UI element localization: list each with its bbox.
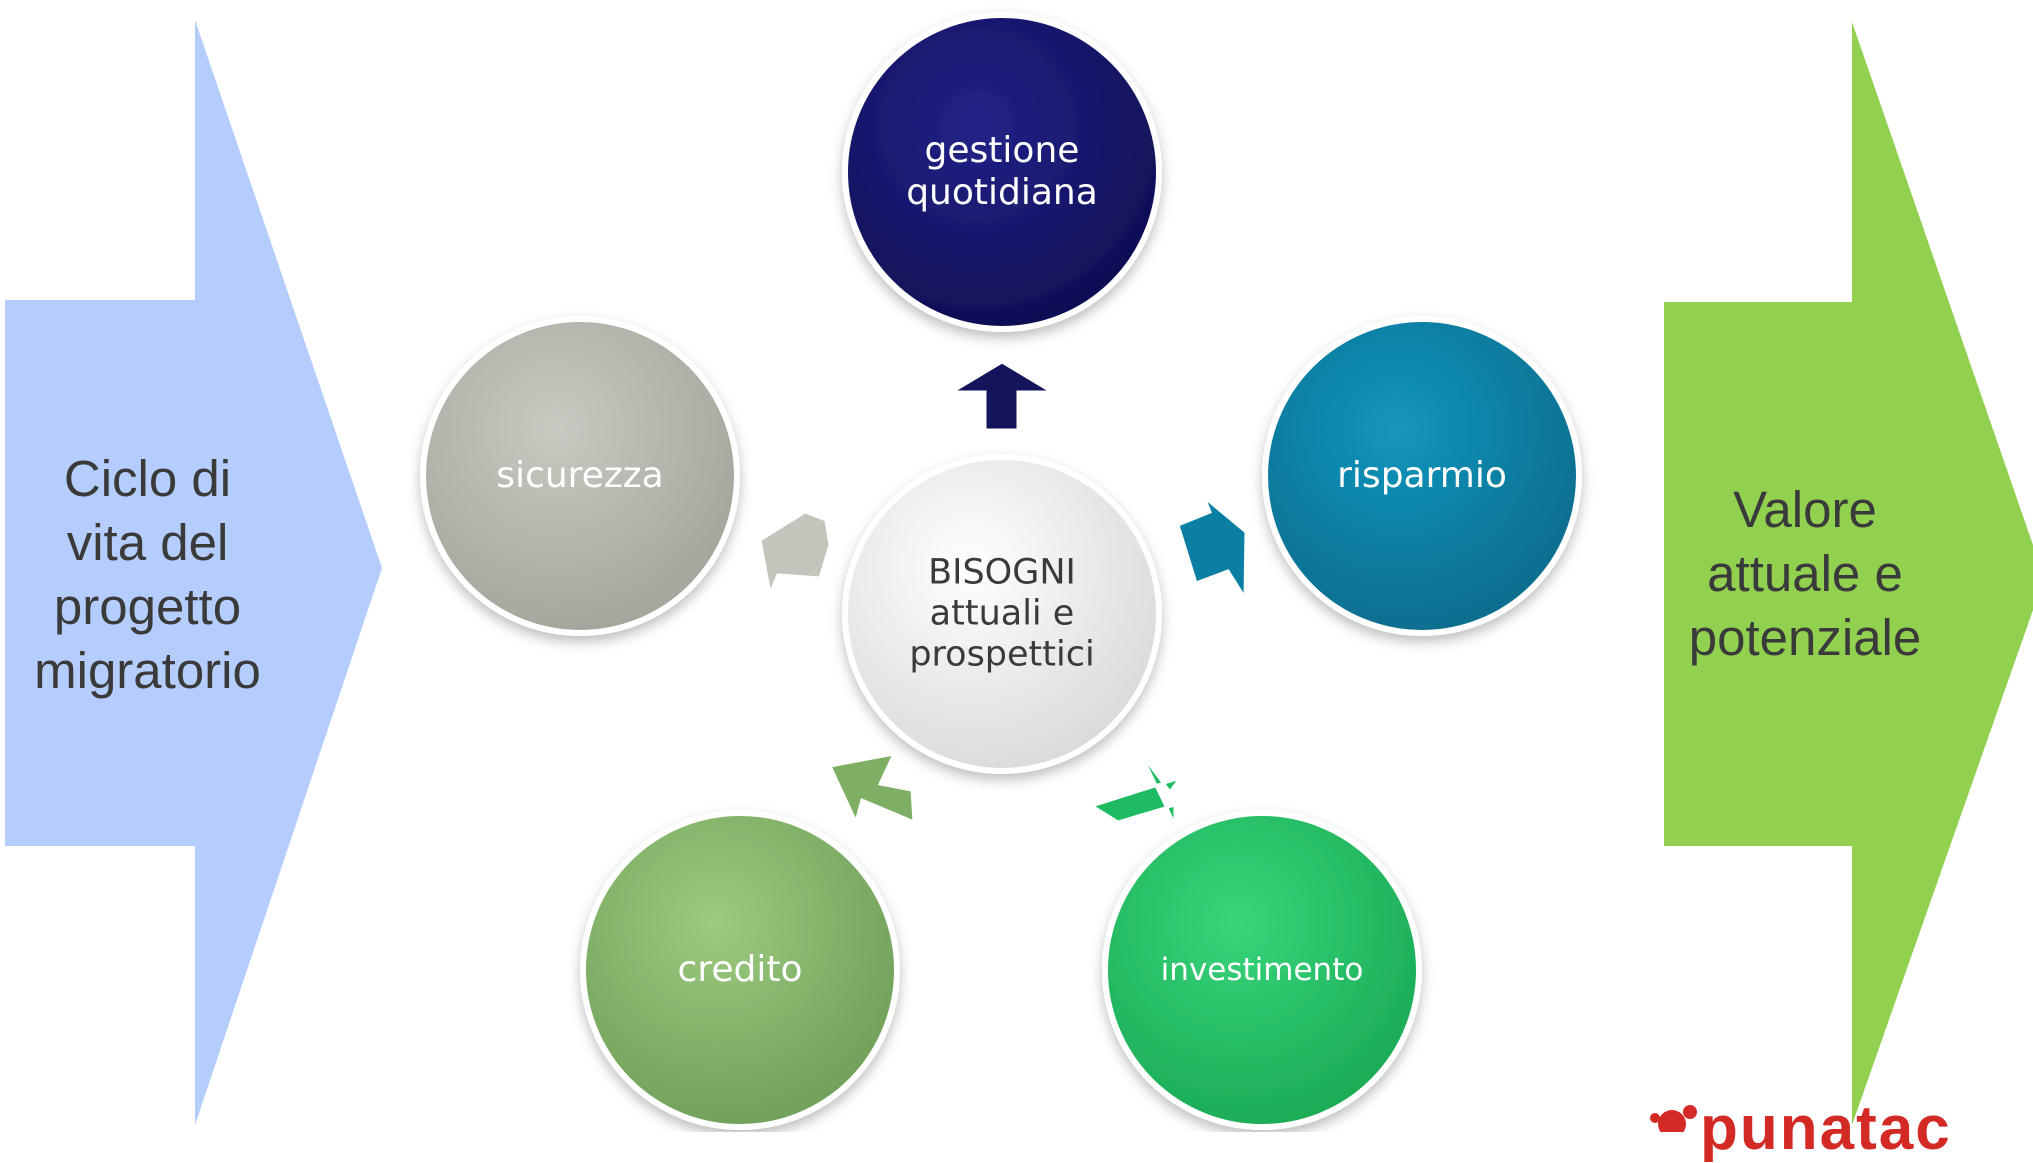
credito-label-line: credito: [677, 949, 803, 990]
gestione-label-line: quotidiana: [906, 172, 1098, 213]
investimento-label-line: investimento: [1160, 952, 1364, 988]
right-label-line: potenziale: [1688, 609, 1922, 666]
credito-label: credito: [678, 949, 803, 991]
connector-arrow-right: [1176, 495, 1248, 604]
risparmio-label: risparmio: [1337, 455, 1507, 497]
left-block-arrow: [5, 20, 382, 1125]
center-label: BISOGNI attuali e prospettici: [909, 553, 1094, 676]
connector-arrow-left: [758, 510, 832, 600]
right-label-line: Valore: [1733, 481, 1877, 538]
circle-investimento: [1102, 810, 1422, 1130]
gestione-label: gestione quotidiana: [906, 130, 1098, 214]
right-arrow-label: Valore attuale e potenziale: [1655, 478, 1955, 670]
left-label-line: migratorio: [34, 642, 261, 699]
center-label-line: attuali e: [929, 593, 1075, 634]
left-label-line: progetto: [53, 578, 242, 635]
connector-arrow-up: [946, 360, 1058, 432]
center-label-line: BISOGNI: [928, 552, 1076, 593]
left-label-line: Ciclo di: [63, 450, 232, 507]
right-label-line: attuale e: [1707, 545, 1903, 602]
right-block-arrow: [1664, 22, 2033, 1125]
left-arrow-label: Ciclo di vita del progetto migratorio: [20, 447, 275, 703]
diagram-canvas: [5, 12, 2033, 1132]
circle-center: [842, 454, 1162, 774]
circle-gestione: [842, 12, 1162, 332]
circle-sicurezza: [420, 316, 740, 636]
circle-credito: [580, 810, 900, 1130]
center-label-line: prospettici: [909, 634, 1095, 675]
logo-wordmark: punatac: [1700, 1094, 1952, 1163]
circle-risparmio: [1262, 316, 1582, 636]
gestione-label-line: gestione: [924, 130, 1080, 171]
logo-mark: [1650, 1105, 1697, 1132]
left-label-line: vita del: [66, 514, 229, 571]
connector-arrow-down-right: [1088, 751, 1184, 826]
risparmio-label-line: risparmio: [1337, 455, 1507, 496]
sicurezza-label: sicurezza: [496, 455, 663, 497]
investimento-label: investimento: [1161, 949, 1364, 991]
sicurezza-label-line: sicurezza: [496, 455, 664, 496]
connector-arrow-down-left: [827, 751, 916, 827]
